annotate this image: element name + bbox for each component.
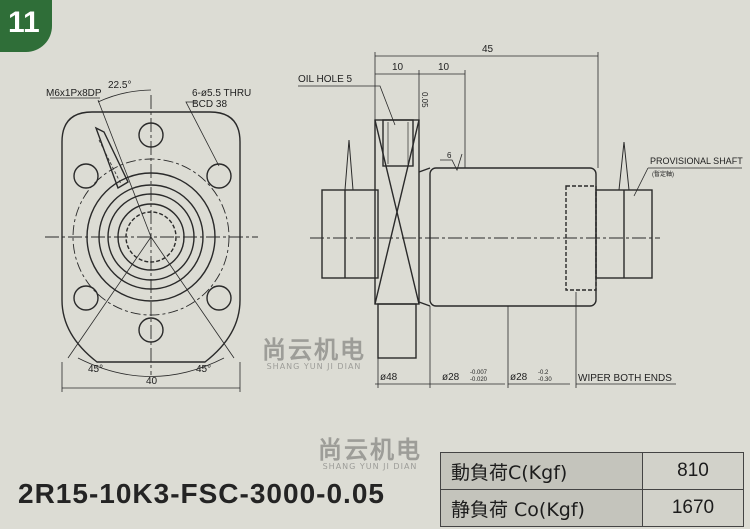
dynamic-load-value: 810 [642,452,744,490]
bolt-hole [138,122,164,148]
side-view [298,52,742,388]
angle-left-label: 45° [88,364,103,375]
provisional-sub-label: (暫定軸) [652,170,674,178]
bolt-hole [206,163,232,189]
front-view [45,89,258,392]
bolt-hole [73,285,99,311]
dia-body-b-tol-lower: -0.30 [538,377,552,383]
bolt-hole [138,317,164,343]
load-table: 動負荷C(Kgf) 810 静負荷 Co(Kgf) 1670 [440,452,744,527]
wiper-label: WIPER BOTH ENDS [578,373,672,384]
shaft-left [321,189,379,279]
page-number-badge: 11 [0,0,52,52]
bolt-hole [206,285,232,311]
tolerance-label: 0.05 [420,92,429,108]
bcd-note: BCD 38 [192,99,227,110]
oil-hole-bore [94,126,129,190]
watermark-en: SHANG YUN JI DIAN [266,362,362,371]
width-label: 40 [146,376,158,387]
dia-body-a-tol-upper: -0.007 [470,370,488,376]
watermark: 尚云机电 SHANG YUN JI DIAN [318,430,422,471]
holes-note: 6-ø5.5 THRU [192,88,251,99]
dia-body-b-tol-upper: -0.2 [538,370,549,376]
static-load-value: 1670 [642,489,744,527]
nut-body-circle [86,172,216,302]
provisional-shaft-label: PROVISIONAL SHAFT [650,156,743,166]
surface-mark-label: 6 [447,151,452,160]
model-number: 2R15-10K3-FSC-3000-0.05 [18,478,385,509]
table-row: 動負荷C(Kgf) 810 [440,452,744,490]
dynamic-load-label: 動負荷C(Kgf) [440,452,643,490]
watermark-cn: 尚云机电 [262,336,366,364]
table-row: 静負荷 Co(Kgf) 1670 [440,489,744,527]
dia-body-a-tol-lower: -0.020 [470,377,488,383]
static-load-label: 静負荷 Co(Kgf) [440,489,643,527]
oil-hole-label: OIL HOLE 5 [298,74,353,85]
thread-note: M6x1Px8DP [46,88,102,99]
dim-b-label: 10 [438,62,450,73]
dia-body-a-label: ø28 [442,372,460,383]
overall-length-label: 45 [482,44,494,55]
dia-flange-label: ø48 [380,372,398,383]
dia-body-b-label: ø28 [510,372,528,383]
flange-outline [61,111,241,363]
watermark: 尚云机电 SHANG YUN JI DIAN [262,330,366,371]
bolt-hole [73,163,99,189]
page-number: 11 [8,6,40,39]
watermark-en: SHANG YUN JI DIAN [322,462,418,471]
oil-hole [382,119,414,167]
angle-top-label: 22.5° [108,80,131,91]
watermark-cn: 尚云机电 [318,436,422,464]
dim-a-label: 10 [392,62,404,73]
angle-right-label: 45° [196,364,211,375]
